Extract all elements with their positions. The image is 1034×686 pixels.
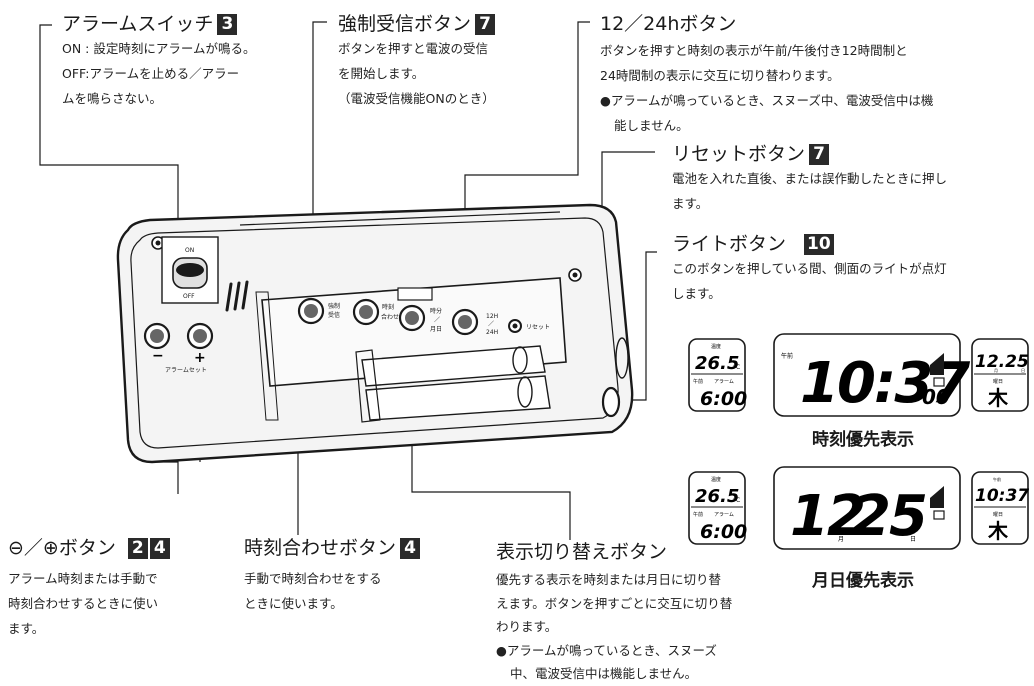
dm-day-label: 日 bbox=[910, 536, 916, 543]
reset-title: リセットボタン bbox=[672, 143, 806, 165]
btn-force-text-2: 受信 bbox=[328, 311, 340, 319]
time-set-title: 時刻合わせボタン bbox=[244, 537, 397, 559]
h12-text: 12H bbox=[486, 313, 498, 320]
dm-alarm-time: 6:00 bbox=[700, 521, 747, 543]
tm-alarm-time: 6:00 bbox=[700, 388, 747, 410]
switch-on-text: ON bbox=[185, 247, 194, 254]
btn-disp-text-2: ／ bbox=[434, 317, 440, 324]
force-receive-desc: ボタンを押すと電波の受信 を開始します。 （電波受信機能ONのとき） bbox=[338, 41, 495, 106]
force-receive-badge: 7 bbox=[475, 14, 496, 35]
dm-signal-icon bbox=[930, 486, 944, 508]
dm-main-month: 12 bbox=[790, 484, 864, 549]
slash-text: ／ bbox=[488, 321, 494, 328]
light-desc: このボタンを押している間、側面のライトが点灯 します。 bbox=[672, 261, 947, 301]
leader-alarm-switch bbox=[39, 24, 179, 270]
h24-text: 24H bbox=[486, 329, 498, 336]
light-title: ライトボタン bbox=[672, 233, 787, 255]
reset-desc: 電池を入れた直後、または誤作動したときに押し ます。 bbox=[672, 171, 948, 211]
tm-weekday-label: 曜日 bbox=[993, 379, 1003, 385]
display-switch-desc: 優先する表示を時刻または月日に切り替 えます。ボタンを押すごとに交互に切り替 わ… bbox=[496, 572, 733, 681]
dm-am-label: 午前 bbox=[693, 511, 703, 518]
hour-format-title: 12／24hボタン bbox=[600, 13, 737, 35]
dm-alarm-label: アラーム bbox=[714, 512, 734, 518]
dm-main-day: 25 bbox=[852, 484, 926, 549]
switch-off-text: OFF bbox=[183, 293, 195, 300]
tm-main-am: 午前 bbox=[781, 352, 793, 360]
display-switch-title: 表示切り替えボタン bbox=[496, 541, 668, 563]
btn-force-text-1: 強制 bbox=[328, 302, 340, 310]
tm-weekday: 木 bbox=[987, 386, 1009, 410]
alarm-set-text: アラームセット bbox=[165, 367, 207, 374]
clock-body bbox=[116, 203, 634, 464]
light-callout: ライトボタン 10 このボタンを押している間、側面のライトが点灯 します。 bbox=[672, 232, 1027, 306]
dm-month-label: 月 bbox=[838, 536, 844, 543]
tm-seconds: 00 bbox=[922, 385, 950, 409]
tm-temperature: 26.5 bbox=[695, 353, 739, 374]
display-switch-callout: 表示切り替えボタン 優先する表示を時刻または月日に切り替 えます。ボタンを押すご… bbox=[496, 540, 786, 686]
alarm-switch-title: アラームスイッチ bbox=[62, 13, 214, 35]
lcd-time-mode: 温度 26.5 °C 午前 アラーム 6:00 午前 10:37 00 12.2… bbox=[688, 333, 1029, 417]
tm-signal-icon bbox=[930, 353, 944, 375]
reset-badge: 7 bbox=[809, 144, 830, 165]
date-mode-caption: 月日優先表示 bbox=[812, 571, 914, 591]
dm-weekday-label: 曜日 bbox=[993, 512, 1003, 518]
btn-timeset-text-2: 合わせ bbox=[381, 313, 399, 321]
btn-timeset-text-1: 時刻 bbox=[382, 303, 394, 311]
hour-format-desc: ボタンを押すと時刻の表示が午前/午後付き12時間制と 24時間制の表示に交互に切… bbox=[600, 43, 934, 133]
btn-disp-text-3: 月日 bbox=[430, 326, 442, 333]
tm-right-date: 12.25 bbox=[975, 352, 1029, 372]
alarm-switch-badge: 3 bbox=[217, 14, 238, 35]
minus-mark: − bbox=[152, 348, 164, 364]
plus-minus-desc: アラーム時刻または手動で 時刻合わせするときに使い ます。 bbox=[8, 571, 159, 636]
tm-temp-label: 温度 bbox=[711, 343, 721, 350]
tm-right-month: 月 bbox=[994, 368, 998, 373]
lcd-date-mode: 温度 26.5 °C 午前 アラーム 6:00 12 月 25 日 午前 10:… bbox=[688, 466, 1029, 550]
hour-format-callout: 12／24hボタン ボタンを押すと時刻の表示が午前/午後付き12時間制と 24時… bbox=[600, 12, 1030, 138]
time-set-desc: 手動で時刻合わせをする ときに使います。 bbox=[244, 571, 382, 611]
plus-minus-title: ⊖／⊕ボタン bbox=[8, 537, 116, 559]
dm-temp-label: 温度 bbox=[711, 476, 721, 483]
dm-temp-unit: °C bbox=[733, 497, 740, 504]
plus-minus-badge-1: 2 bbox=[127, 538, 148, 559]
reset-text: リセット bbox=[526, 324, 550, 331]
force-receive-title: 強制受信ボタン bbox=[338, 13, 472, 35]
time-set-badge: 4 bbox=[400, 538, 421, 559]
plus-minus-badge-2: 4 bbox=[149, 538, 170, 559]
dm-temperature: 26.5 bbox=[695, 486, 739, 507]
tm-alarm-label: アラーム bbox=[714, 379, 734, 385]
dm-weekday: 木 bbox=[987, 519, 1009, 543]
btn-disp-text-1: 時分 bbox=[430, 307, 442, 315]
time-mode-caption: 時刻優先表示 bbox=[812, 430, 914, 450]
plus-mark: + bbox=[194, 350, 206, 366]
tm-am-label: 午前 bbox=[693, 378, 703, 385]
light-badge: 10 bbox=[804, 234, 834, 255]
dm-right-time: 10:37 bbox=[975, 486, 1029, 506]
tm-right-day: 日 bbox=[1021, 368, 1025, 373]
tm-temp-unit: °C bbox=[733, 364, 740, 371]
dm-right-am: 午前 bbox=[993, 476, 1001, 482]
device-buttons bbox=[143, 297, 522, 350]
alarm-switch-desc: ON : 設定時刻にアラームが鳴る。 OFF:アラームを止める／アラー ムを鳴ら… bbox=[62, 41, 256, 106]
